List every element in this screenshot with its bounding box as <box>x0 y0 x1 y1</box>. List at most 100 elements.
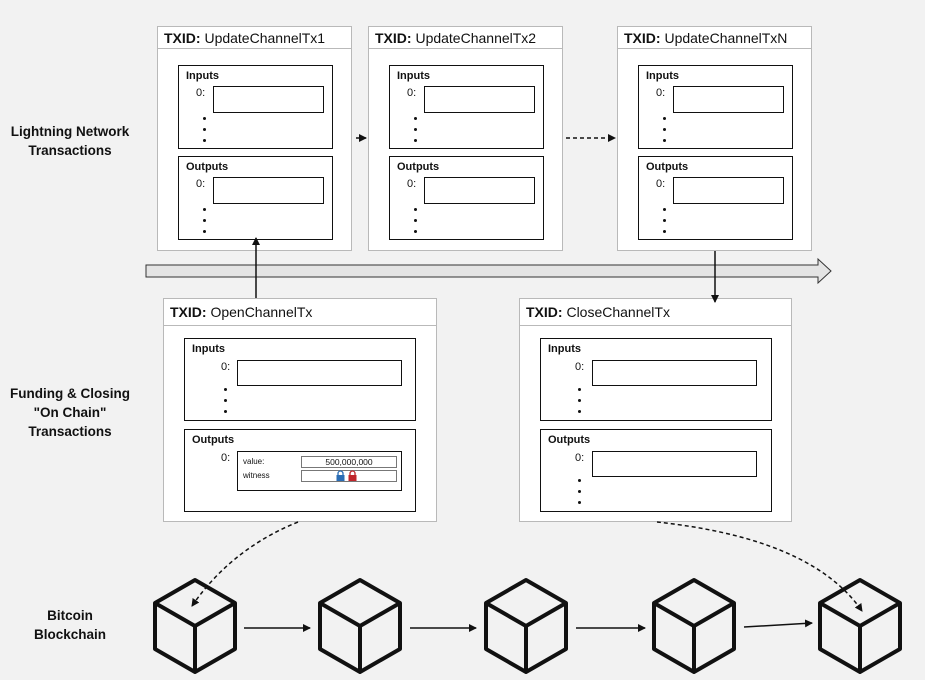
outputs-label: Outputs <box>397 161 440 173</box>
outputs-label: Outputs <box>548 434 591 446</box>
input-index: 0: <box>656 87 666 99</box>
inputs-section: Inputs 0: <box>389 65 544 149</box>
output-detail-box: value: 500,000,000 witness <box>237 451 402 491</box>
witness-box <box>301 470 397 482</box>
output-index: 0: <box>221 452 231 464</box>
output-index: 0: <box>407 178 417 190</box>
ellipsis-dots <box>578 479 582 512</box>
row-label-onchain: Funding & Closing "On Chain" Transaction… <box>0 384 140 441</box>
txid-value: UpdateChannelTx2 <box>415 30 537 46</box>
red-lock-icon <box>348 470 357 481</box>
input-field <box>592 360 757 386</box>
ellipsis-dots <box>203 117 207 150</box>
value-label: value: <box>243 457 265 466</box>
outputs-label: Outputs <box>192 434 235 446</box>
output-field <box>673 177 784 204</box>
input-index: 0: <box>196 87 206 99</box>
input-field <box>213 86 324 113</box>
row-label-line: Transactions <box>28 143 112 158</box>
txid-label: TXID: <box>624 30 661 46</box>
value-box: 500,000,000 <box>301 456 397 468</box>
tx-close-channel: TXID: CloseChannelTx Inputs 0: Outputs 0… <box>519 298 792 522</box>
inputs-label: Inputs <box>397 70 430 82</box>
row-label-line: Blockchain <box>33 627 107 642</box>
tx-divider <box>164 325 436 326</box>
tx-divider <box>158 48 351 49</box>
tx-title: TXID: UpdateChannelTx1 <box>164 30 325 46</box>
ellipsis-dots <box>663 117 667 150</box>
tx-title: TXID: CloseChannelTx <box>526 304 670 320</box>
txid-label: TXID: <box>375 30 412 46</box>
row-label-line: Lightning Network <box>10 124 130 139</box>
output-field <box>213 177 324 204</box>
outputs-label: Outputs <box>186 161 229 173</box>
output-index: 0: <box>575 452 585 464</box>
txid-value: UpdateChannelTxN <box>664 30 788 46</box>
txid-label: TXID: <box>526 304 563 320</box>
tx-update-channel-2: TXID: UpdateChannelTx2 Inputs 0: Outputs… <box>368 26 563 251</box>
row-label-lightning: Lightning Network Transactions <box>0 122 140 160</box>
output-index: 0: <box>196 178 206 190</box>
input-field <box>673 86 784 113</box>
block-cube-icon <box>318 578 402 674</box>
input-index: 0: <box>407 87 417 99</box>
row-label-line: "On Chain" <box>33 405 107 420</box>
ellipsis-dots <box>224 388 228 421</box>
outputs-label: Outputs <box>646 161 689 173</box>
input-field <box>424 86 535 113</box>
row-label-line: Funding & Closing <box>10 386 130 401</box>
input-field <box>237 360 402 386</box>
tx-update-channel-1: TXID: UpdateChannelTx1 Inputs 0: Outputs… <box>157 26 352 251</box>
row-label-line: Transactions <box>28 424 112 439</box>
outputs-section: Outputs 0: <box>638 156 793 240</box>
ellipsis-dots <box>414 117 418 150</box>
tx-update-channel-n: TXID: UpdateChannelTxN Inputs 0: Outputs… <box>617 26 812 251</box>
txid-label: TXID: <box>164 30 201 46</box>
block-cube-icon <box>818 578 902 674</box>
ellipsis-dots <box>663 208 667 241</box>
row-label-bitcoin: Bitcoin Blockchain <box>0 606 140 644</box>
output-field <box>592 451 757 477</box>
input-index: 0: <box>221 361 231 373</box>
inputs-label: Inputs <box>646 70 679 82</box>
inputs-section: Inputs 0: <box>540 338 772 421</box>
witness-label: witness <box>243 471 270 480</box>
inputs-label: Inputs <box>192 343 225 355</box>
tx-divider <box>520 325 791 326</box>
outputs-section: Outputs 0: <box>540 429 772 512</box>
inputs-section: Inputs 0: <box>638 65 793 149</box>
arrow-close-to-block <box>656 521 863 612</box>
tx-title: TXID: UpdateChannelTx2 <box>375 30 536 46</box>
block-cube-icon <box>484 578 568 674</box>
ellipsis-dots <box>203 208 207 241</box>
inputs-label: Inputs <box>186 70 219 82</box>
tx-title: TXID: OpenChannelTx <box>170 304 312 320</box>
block-cube-icon <box>153 578 237 674</box>
outputs-section: Outputs 0: <box>178 156 333 240</box>
lock-icons <box>336 470 357 481</box>
tx-title: TXID: UpdateChannelTxN <box>624 30 787 46</box>
arrow-open-to-block <box>191 521 299 607</box>
outputs-section: Outputs 0: <box>389 156 544 240</box>
inputs-section: Inputs 0: <box>178 65 333 149</box>
input-index: 0: <box>575 361 585 373</box>
inputs-section: Inputs 0: <box>184 338 416 421</box>
chain-arrow <box>743 619 813 628</box>
blue-lock-icon <box>336 470 345 481</box>
outputs-section: Outputs 0: value: 500,000,000 witness <box>184 429 416 512</box>
inputs-label: Inputs <box>548 343 581 355</box>
output-field <box>424 177 535 204</box>
timeline-arrow <box>145 257 832 285</box>
txid-value: UpdateChannelTx1 <box>204 30 326 46</box>
output-index: 0: <box>656 178 666 190</box>
txid-label: TXID: <box>170 304 207 320</box>
txid-value: CloseChannelTx <box>566 304 670 320</box>
row-label-line: Bitcoin <box>47 608 93 623</box>
tx-open-channel: TXID: OpenChannelTx Inputs 0: Outputs 0:… <box>163 298 437 522</box>
ellipsis-dots <box>414 208 418 241</box>
tx-divider <box>618 48 811 49</box>
tx-divider <box>369 48 562 49</box>
block-cube-icon <box>652 578 736 674</box>
ellipsis-dots <box>578 388 582 421</box>
txid-value: OpenChannelTx <box>210 304 313 320</box>
